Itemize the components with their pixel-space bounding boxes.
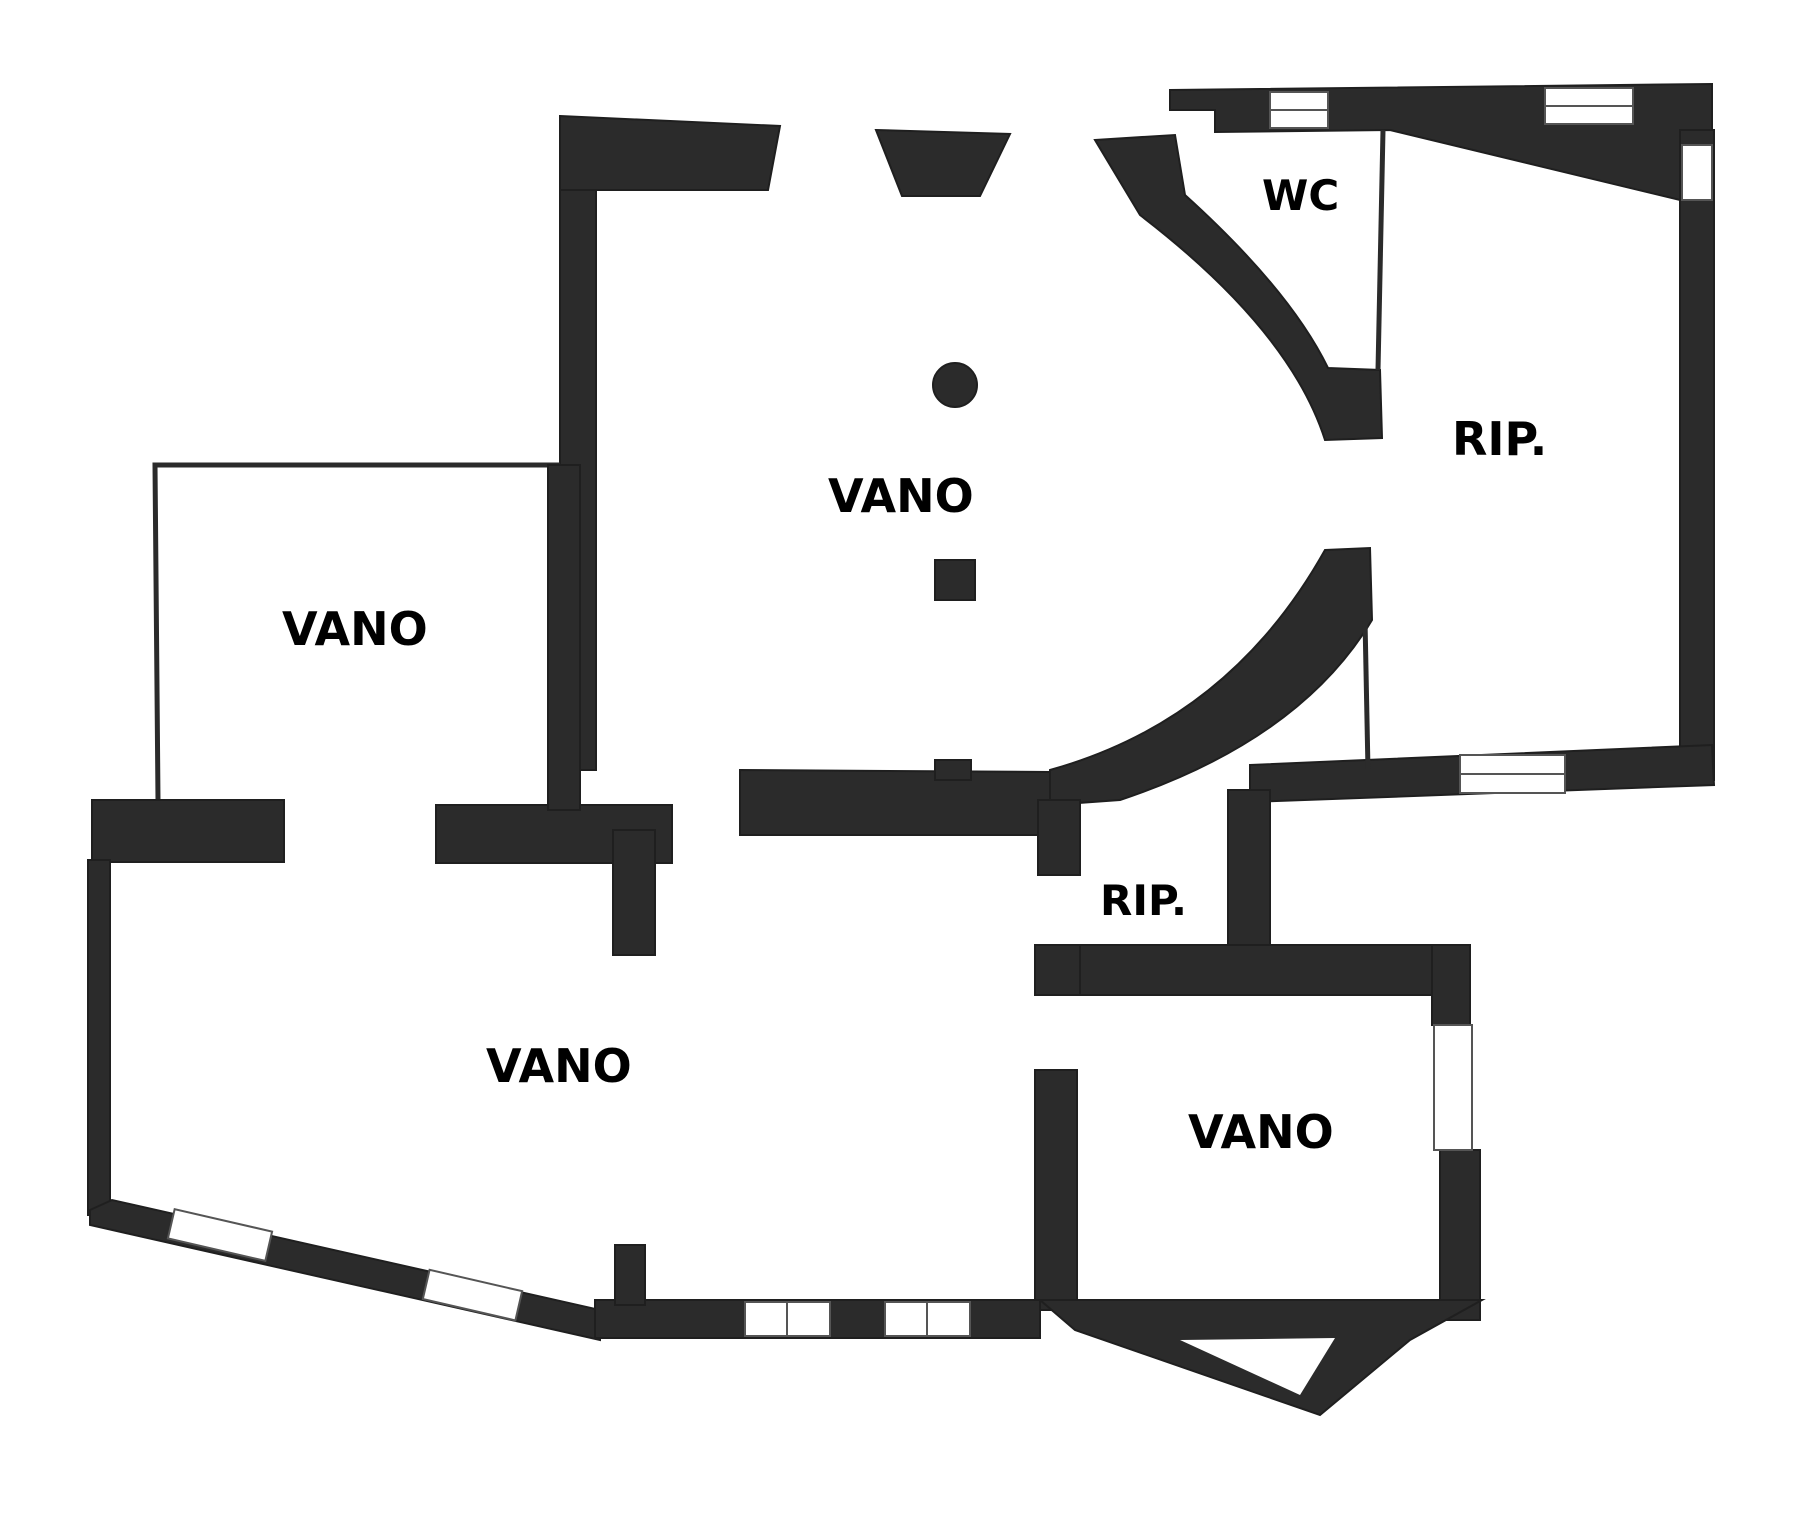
wall-wc-partition xyxy=(1375,129,1386,371)
wall-bl-bottom-stub xyxy=(614,1244,646,1306)
columns xyxy=(932,362,978,781)
windows xyxy=(166,87,1713,1337)
room-labels: VANO VANO VANO VANO WC RIP. RIP. xyxy=(282,171,1547,1159)
wall-top-middle-segment xyxy=(874,128,1012,197)
column-lower xyxy=(934,559,976,601)
room-label-vano-left: VANO xyxy=(282,602,428,656)
wall-right-partition xyxy=(1362,619,1371,771)
wall-rip-right-vertical xyxy=(1227,789,1271,966)
wall-left-horizontal-a xyxy=(91,799,285,863)
room-label-rip-center: RIP. xyxy=(1100,876,1187,925)
window-right-side xyxy=(1681,144,1713,201)
wall-curved-upper xyxy=(1093,133,1384,442)
wall-left-room-outline xyxy=(152,462,560,801)
window-bl-slant-a xyxy=(166,1207,274,1263)
room-label-vano-bottom-left: VANO xyxy=(486,1039,632,1093)
window-br-right xyxy=(1433,1024,1473,1151)
column-upper xyxy=(932,362,978,408)
wall-central-bottom xyxy=(739,768,1051,836)
wall-bl-left xyxy=(87,859,111,1216)
wall-br-right-bottom xyxy=(1439,1149,1481,1321)
column-bottom xyxy=(934,759,972,781)
room-label-vano-top-center: VANO xyxy=(828,469,974,523)
room-label-rip-right: RIP. xyxy=(1452,412,1547,466)
wall-br-left-top xyxy=(1034,944,1081,996)
wall-bl-bottom-slant xyxy=(89,1198,601,1342)
room-label-wc: WC xyxy=(1262,171,1339,220)
wall-left-mid-vertical xyxy=(547,464,581,811)
wall-right-outer xyxy=(1679,129,1715,781)
wall-rip-left-stub xyxy=(1037,799,1081,876)
wall-br-triangle-hole xyxy=(1180,1338,1335,1395)
wall-rip-bottom xyxy=(1034,944,1466,996)
room-label-vano-bottom-right: VANO xyxy=(1188,1105,1334,1159)
wall-br-left xyxy=(1034,1069,1078,1311)
window-bl-slant-b xyxy=(421,1268,524,1322)
wall-column-stub xyxy=(612,829,656,956)
walls xyxy=(87,82,1716,1417)
wall-br-right-top xyxy=(1431,944,1471,1026)
